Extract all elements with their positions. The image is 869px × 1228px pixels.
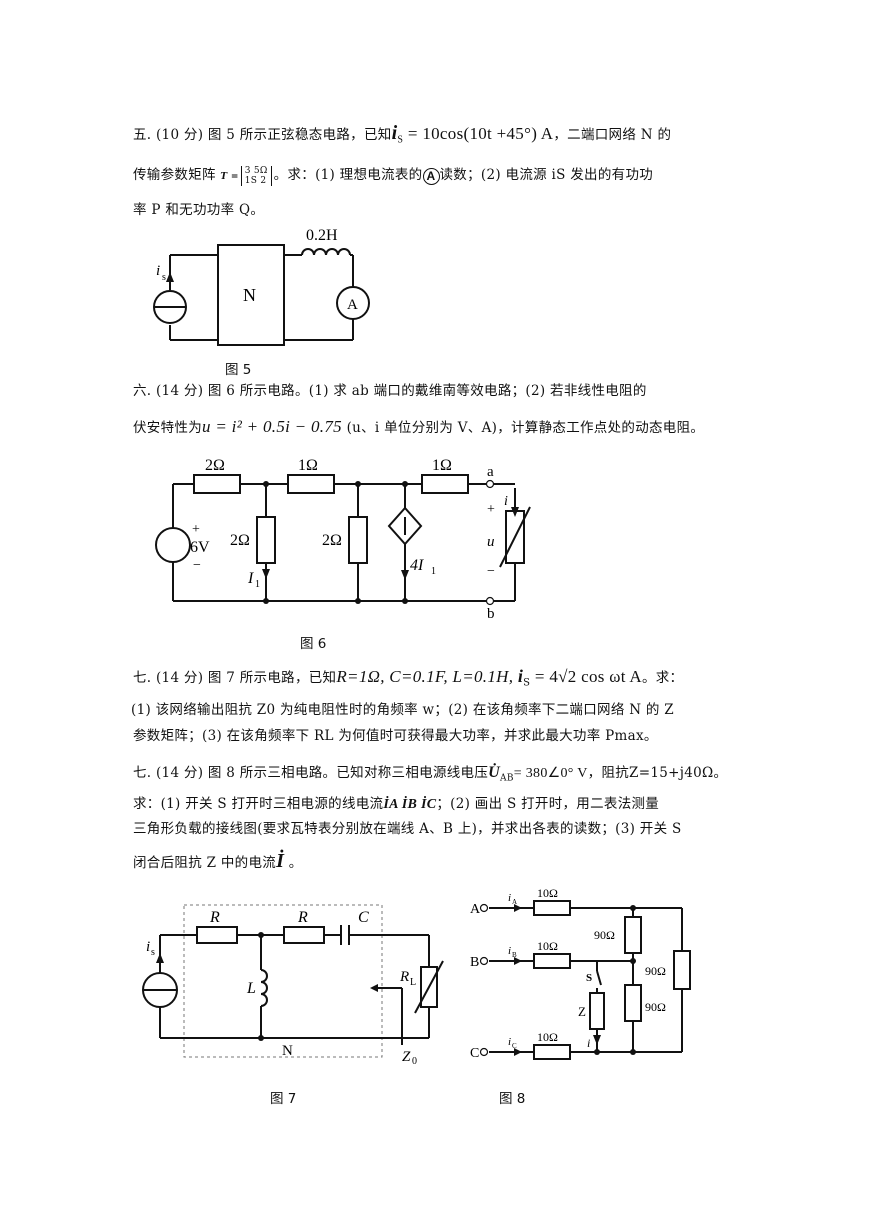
problem7a-line1: 七. (14 分) 图 7 所示电路，已知R=1Ω, C=0.1F, L=0.1… bbox=[133, 666, 684, 689]
fig6-u-label: u bbox=[487, 534, 495, 550]
problem7a-line3: 参数矩阵；(3) 在该角频率下 RL 为何值时可获得最大功率，并求此最大功率 P… bbox=[133, 728, 658, 744]
fig7-n: N bbox=[282, 1043, 293, 1059]
fig6-node-b: b bbox=[487, 606, 495, 622]
svg-text:−: − bbox=[193, 558, 201, 573]
fig6-r5: 2Ω bbox=[322, 532, 342, 549]
figure-7: i s R R C L R L N Z 0 bbox=[142, 904, 444, 1065]
fig8-r-c: 10Ω bbox=[537, 1030, 558, 1044]
svg-text:−: − bbox=[487, 564, 495, 579]
fig8-switch: S bbox=[586, 972, 592, 984]
problem7a-formula: = 4√2 cos ωt A bbox=[534, 667, 642, 686]
figure-8: A B C i A i B i C 10Ω 10Ω 10Ω 90Ω 90Ω 90… bbox=[470, 886, 691, 1061]
fig6-node-a: a bbox=[487, 464, 494, 480]
fig8-r-b: 10Ω bbox=[537, 939, 558, 953]
fig7-rl: R bbox=[399, 969, 409, 985]
svg-text:C: C bbox=[512, 1042, 517, 1050]
problem6-line1: 六. (14 分) 图 6 所示电路。(1) 求 ab 端口的戴维南等效电路；(… bbox=[133, 383, 647, 399]
svg-text:s: s bbox=[162, 272, 166, 283]
svg-text:i: i bbox=[508, 945, 511, 957]
svg-text:A: A bbox=[512, 898, 517, 906]
problem5-formula: = 10cos(10t +45°) A bbox=[407, 124, 554, 143]
problem6-formula: u = i² + 0.5i − 0.75 bbox=[202, 417, 342, 436]
fig7-caption: 图 7 bbox=[270, 1091, 297, 1107]
fig7-l: L bbox=[246, 980, 256, 997]
problem7b-currents: İA İB İC bbox=[383, 797, 437, 812]
fig6-i1: I bbox=[247, 570, 254, 587]
svg-text:1: 1 bbox=[255, 579, 260, 590]
problem7b-uab: = 380∠0° V bbox=[513, 766, 588, 781]
svg-text:i: i bbox=[146, 939, 150, 955]
fig8-node-a: A bbox=[470, 902, 481, 917]
fig7-r1: R bbox=[209, 909, 220, 926]
svg-text:+: + bbox=[487, 502, 495, 517]
fig6-dep-source: 4I bbox=[410, 557, 424, 574]
problem7b-line3: 三角形负载的接线图(要求瓦特表分别放在端线 A、B 上)，并求出各表的读数；(3… bbox=[133, 821, 682, 837]
fig6-r1: 2Ω bbox=[205, 457, 225, 474]
fig5-ammeter-label: A bbox=[347, 297, 358, 313]
fig8-node-c: C bbox=[470, 1046, 479, 1061]
svg-text:s: s bbox=[151, 947, 155, 958]
fig8-caption: 图 8 bbox=[499, 1091, 526, 1107]
problem7b-line2: 求：(1) 开关 S 打开时三相电源的线电流İA İB İC；(2) 画出 S … bbox=[133, 796, 660, 812]
fig8-r90-ac: 90Ω bbox=[645, 964, 666, 978]
svg-text:B: B bbox=[512, 951, 517, 959]
fig8-r90-ab: 90Ω bbox=[594, 928, 615, 942]
ammeter-icon: A bbox=[422, 168, 440, 185]
svg-text:i: i bbox=[587, 1036, 590, 1050]
fig6-r2: 1Ω bbox=[298, 457, 318, 474]
svg-text:i: i bbox=[504, 494, 508, 509]
figure-5: i s N 0.2H A bbox=[153, 227, 370, 346]
fig8-node-b: B bbox=[470, 955, 479, 970]
fig6-source-v: 6V bbox=[190, 539, 210, 556]
svg-text:i: i bbox=[508, 892, 511, 904]
fig5-n-label: N bbox=[243, 285, 256, 305]
fig8-r90-bc: 90Ω bbox=[645, 1000, 666, 1014]
svg-text:i: i bbox=[508, 1036, 511, 1048]
fig7-r2: R bbox=[297, 909, 308, 926]
figure-6: 2Ω 1Ω 1Ω 2Ω 2Ω + 6V − 4I 1 I 1 a b i + u… bbox=[155, 457, 531, 622]
problem7a-params: R=1Ω, C=0.1F, L=0.1H, bbox=[336, 667, 514, 686]
fig7-c: C bbox=[358, 909, 369, 926]
problem5-line1: 五. (10 分) 图 5 所示正弦稳态电路，已知iS = 10cos(10t … bbox=[133, 122, 672, 146]
svg-text:1: 1 bbox=[431, 566, 436, 577]
svg-text:L: L bbox=[410, 977, 416, 988]
svg-text:+: + bbox=[192, 522, 200, 537]
fig8-r-a: 10Ω bbox=[537, 886, 558, 900]
fig5-caption: 图 5 bbox=[225, 362, 252, 378]
fig6-r3: 1Ω bbox=[432, 457, 452, 474]
fig8-z: Z bbox=[578, 1004, 586, 1019]
fig6-caption: 图 6 bbox=[300, 636, 327, 652]
fig5-is-label: i bbox=[156, 263, 160, 279]
fig7-z0: Z bbox=[402, 1049, 411, 1065]
problem5-line3: 率 P 和无功功率 Q。 bbox=[133, 202, 265, 218]
problem7b-line4: 闭合后阻抗 Z 中的电流İ 。 bbox=[133, 850, 303, 872]
fig5-inductor-label: 0.2H bbox=[306, 227, 338, 244]
problem7a-line2: (1) 该网络输出阻抗 Z0 为纯电阻性时的角频率 w；(2) 在该角频率下二端… bbox=[131, 702, 674, 718]
fig6-r4: 2Ω bbox=[230, 532, 250, 549]
problem7b-line1: 七. (14 分) 图 8 所示三相电路。已知对称三相电源线电压U̇AB= 38… bbox=[133, 764, 728, 784]
problem6-line2: 伏安特性为u = i² + 0.5i − 0.75 (u、i 单位分别为 V、A… bbox=[133, 417, 705, 436]
svg-text:0: 0 bbox=[412, 1056, 417, 1065]
